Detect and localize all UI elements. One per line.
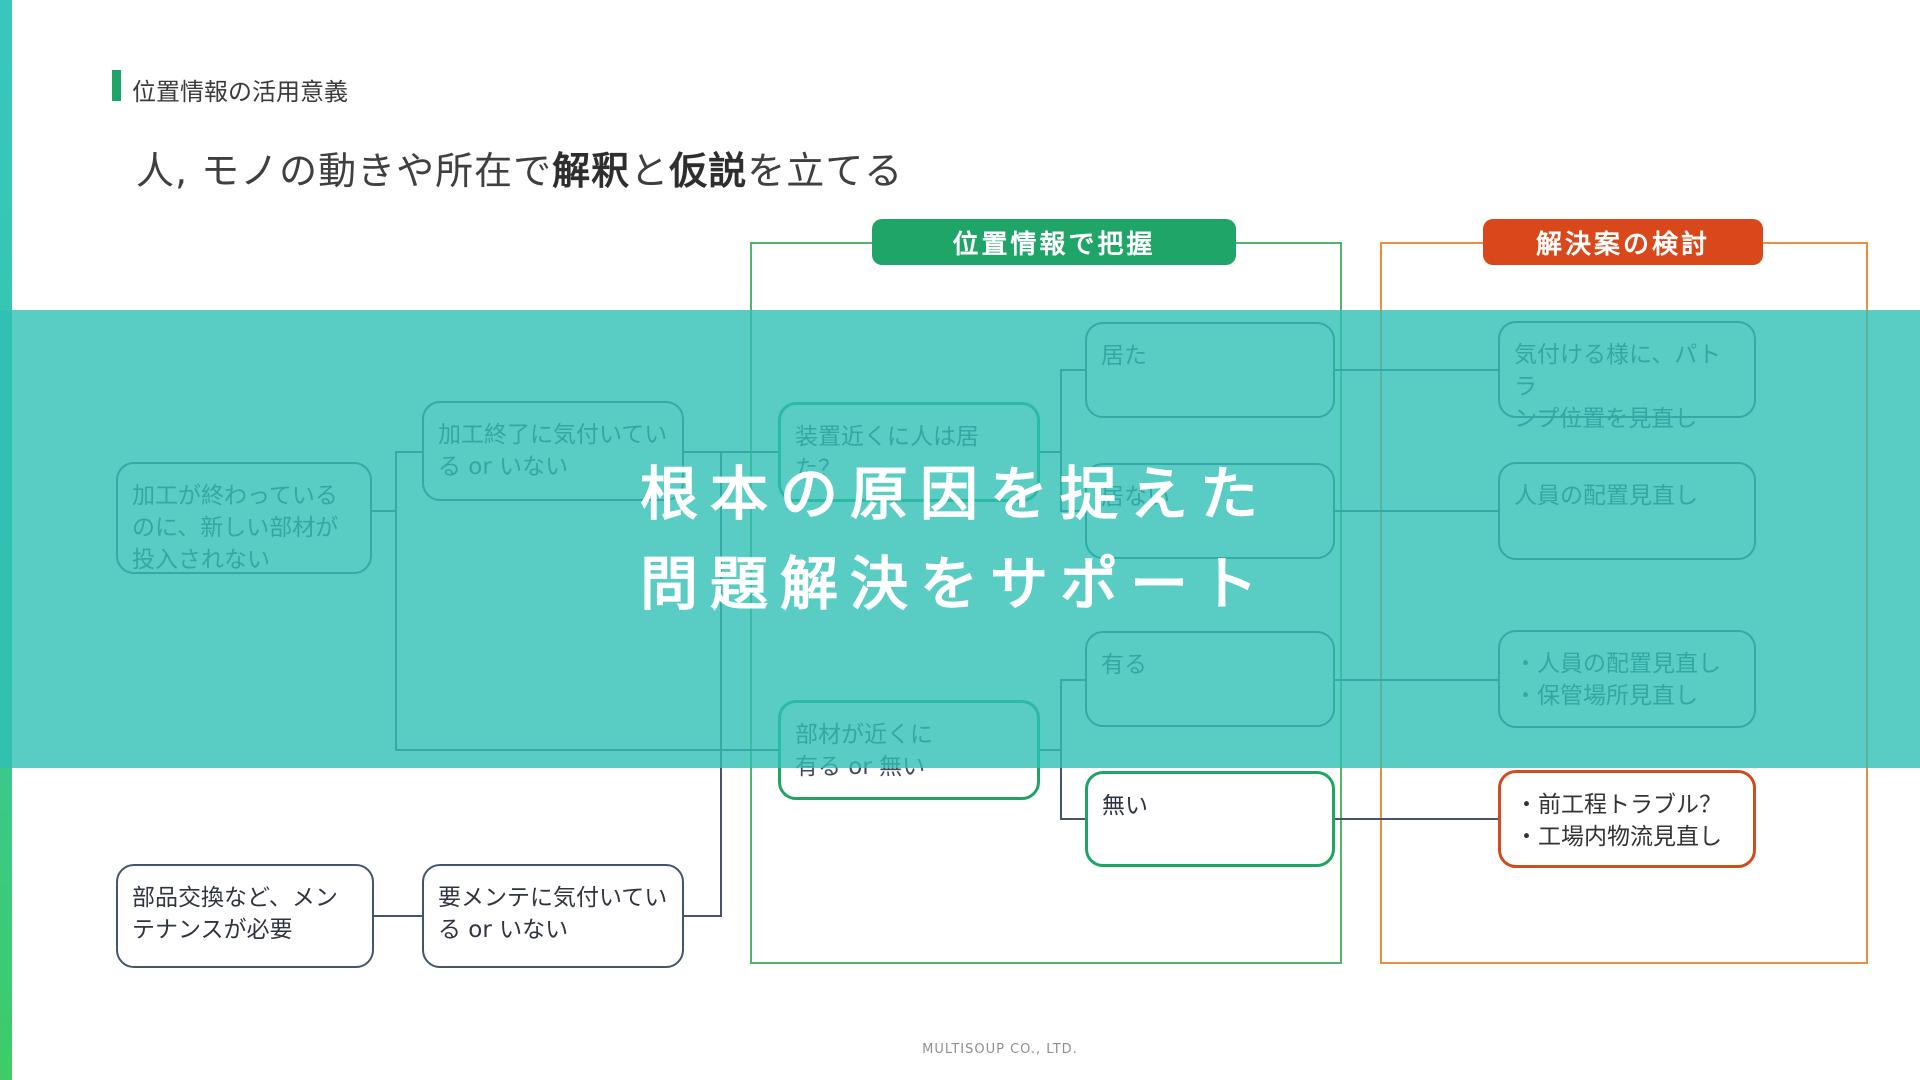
title-part: 人, モノの動きや所在で (136, 149, 553, 193)
teal-overlay-band (0, 310, 1920, 768)
connector-line (1061, 818, 1085, 820)
node-question-notice-maintenance: 要メンテに気付いている or いない (422, 864, 684, 968)
title-part: を立てる (747, 149, 904, 193)
title-part: と (630, 149, 670, 193)
eyebrow-label: 位置情報の活用意義 (132, 78, 348, 106)
connector-line (1335, 818, 1498, 820)
title-part-bold: 解釈 (552, 149, 631, 193)
group-label-solution: 解決案の検討 (1483, 219, 1763, 265)
banner-line-1: 根本の原因を捉えた (639, 460, 1270, 528)
connector-line (374, 915, 422, 917)
node-answer-none: 無い (1085, 771, 1335, 867)
page-title: 人, モノの動きや所在で解釈と仮説を立てる (136, 140, 903, 195)
node-solution-process-logistics: ・前工程トラブル？ ・工場内物流見直し (1498, 770, 1756, 868)
banner-message: 根本の原因を捉えた 問題解決をサポート (400, 450, 1510, 630)
connector-line (684, 915, 722, 917)
eyebrow-accent-bar (112, 70, 121, 101)
node-problem-maintenance: 部品交換など、メンテナンスが必要 (116, 864, 374, 968)
group-label-location: 位置情報で把握 (872, 219, 1236, 265)
banner-line-2: 問題解決をサポート (639, 549, 1270, 618)
footer-company: MULTISOUP CO., LTD. (922, 1042, 1078, 1057)
title-part-bold: 仮説 (669, 149, 748, 193)
